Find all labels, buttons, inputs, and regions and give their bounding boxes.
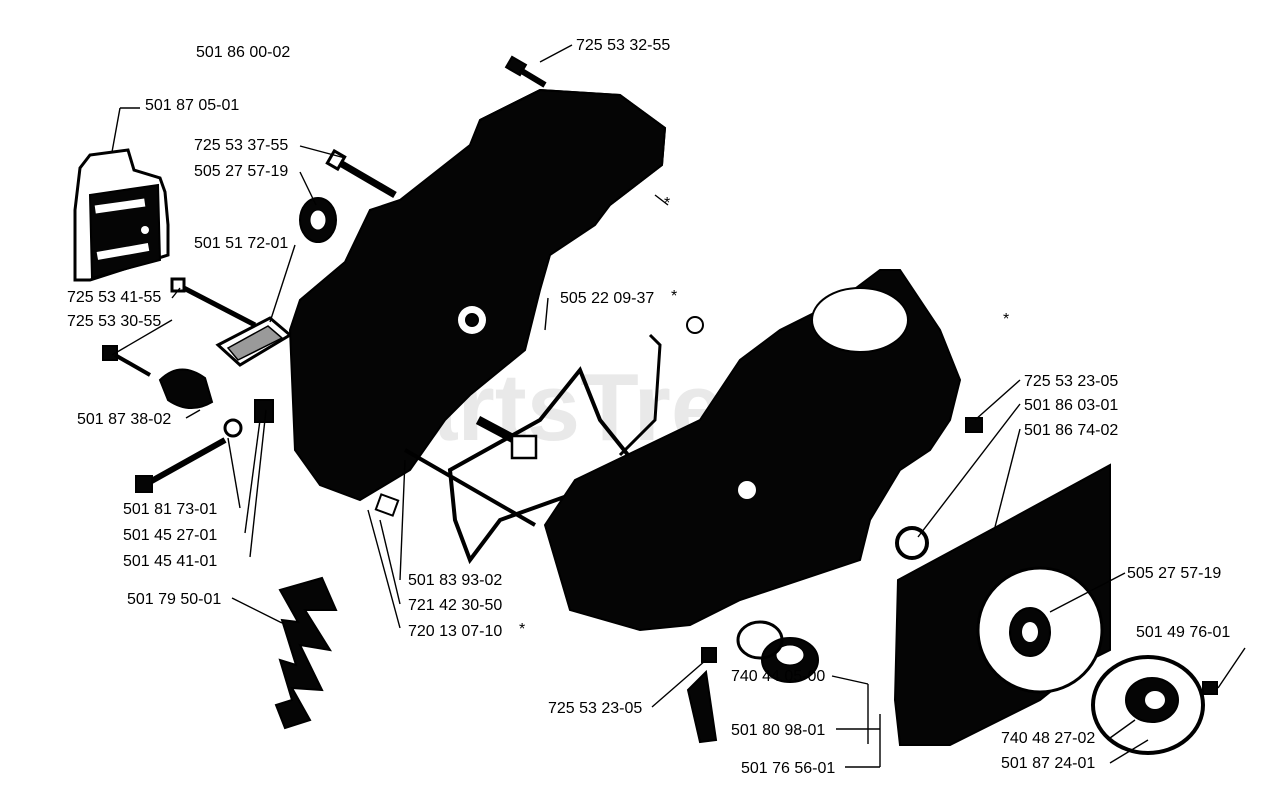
label-725-53-23-05-right: 725 53 23-05 bbox=[1024, 373, 1118, 390]
spiked-bumper-part bbox=[274, 576, 338, 730]
part-labels: 501 86 00-02 725 53 32-55 501 87 05-01 7… bbox=[67, 37, 1230, 777]
label-501-49-76-01: 501 49 76-01 bbox=[1136, 624, 1230, 641]
label-501-86-03-01: 501 86 03-01 bbox=[1024, 397, 1118, 414]
label-501-79-50-01: 501 79 50-01 bbox=[127, 591, 221, 608]
label-501-86-74-02: 501 86 74-02 bbox=[1024, 422, 1118, 439]
chain-catcher-block-part bbox=[215, 316, 293, 367]
leader-lines bbox=[111, 44, 1246, 768]
bolt-top-part bbox=[504, 55, 547, 88]
label-501-45-27-01: 501 45 27-01 bbox=[123, 527, 217, 544]
bolt-center-part bbox=[475, 416, 538, 460]
front-bolt-part bbox=[135, 437, 227, 493]
label-501-87-05-01: 501 87 05-01 bbox=[145, 97, 239, 114]
left-crankcase-part bbox=[288, 88, 667, 502]
label-725-53-30-55: 725 53 30-55 bbox=[67, 313, 161, 330]
rubber-buffer-part bbox=[158, 368, 214, 409]
label-501-45-41-01: 501 45 41-01 bbox=[123, 553, 217, 570]
label-725-53-41-55: 725 53 41-55 bbox=[67, 289, 161, 306]
fan-housing-part bbox=[893, 463, 1111, 746]
label-721-42-30-50: 721 42 30-50 bbox=[408, 597, 502, 614]
label-505-27-57-19-left: 505 27 57-19 bbox=[194, 163, 288, 180]
screw-right-part bbox=[965, 417, 983, 433]
label-501-51-72-01: 501 51 72-01 bbox=[194, 235, 288, 252]
label-501-76-56-01: 501 76 56-01 bbox=[741, 760, 835, 777]
label-740-48-27-02: 740 48 27-02 bbox=[1001, 730, 1095, 747]
screw-lower-part bbox=[102, 345, 151, 377]
screw-bottom-part bbox=[701, 647, 717, 663]
seal-left-part bbox=[299, 197, 337, 243]
label-725-53-23-05-bottom: 725 53 23-05 bbox=[548, 700, 642, 717]
screw-upper-part bbox=[325, 148, 397, 199]
label-740-44-05-00: 740 44 05-00 bbox=[731, 668, 825, 685]
label-725-53-32-55: 725 53 32-55 bbox=[576, 37, 670, 54]
label-501-87-38-02: 501 87 38-02 bbox=[77, 411, 171, 428]
label-501-81-73-01: 501 81 73-01 bbox=[123, 501, 217, 518]
upper-case-asterisk: * bbox=[664, 195, 670, 212]
right-case-asterisk: * bbox=[1003, 311, 1009, 328]
right-crankcase-part bbox=[543, 269, 962, 632]
label-505-27-57-19-right: 505 27 57-19 bbox=[1127, 565, 1221, 582]
label-505-22-09-37: 505 22 09-37 bbox=[560, 290, 654, 307]
label-725-53-37-55: 725 53 37-55 bbox=[194, 137, 288, 154]
bearing-part bbox=[1091, 655, 1218, 755]
label-501-80-98-01: 501 80 98-01 bbox=[731, 722, 825, 739]
assembly-number-label: 501 86 00-02 bbox=[196, 44, 290, 61]
label-720-13-07-10: 720 13 07-10 bbox=[408, 623, 502, 640]
label-501-83-93-02: 501 83 93-02 bbox=[408, 572, 502, 589]
chain-guard-plate-part bbox=[73, 148, 170, 282]
long-screw-part bbox=[170, 277, 257, 328]
oil-cap-part bbox=[686, 620, 819, 744]
pin-asterisk: * bbox=[519, 621, 525, 638]
gasket-asterisk: * bbox=[671, 288, 677, 305]
pins-part bbox=[374, 448, 536, 527]
label-501-87-24-01: 501 87 24-01 bbox=[1001, 755, 1095, 772]
